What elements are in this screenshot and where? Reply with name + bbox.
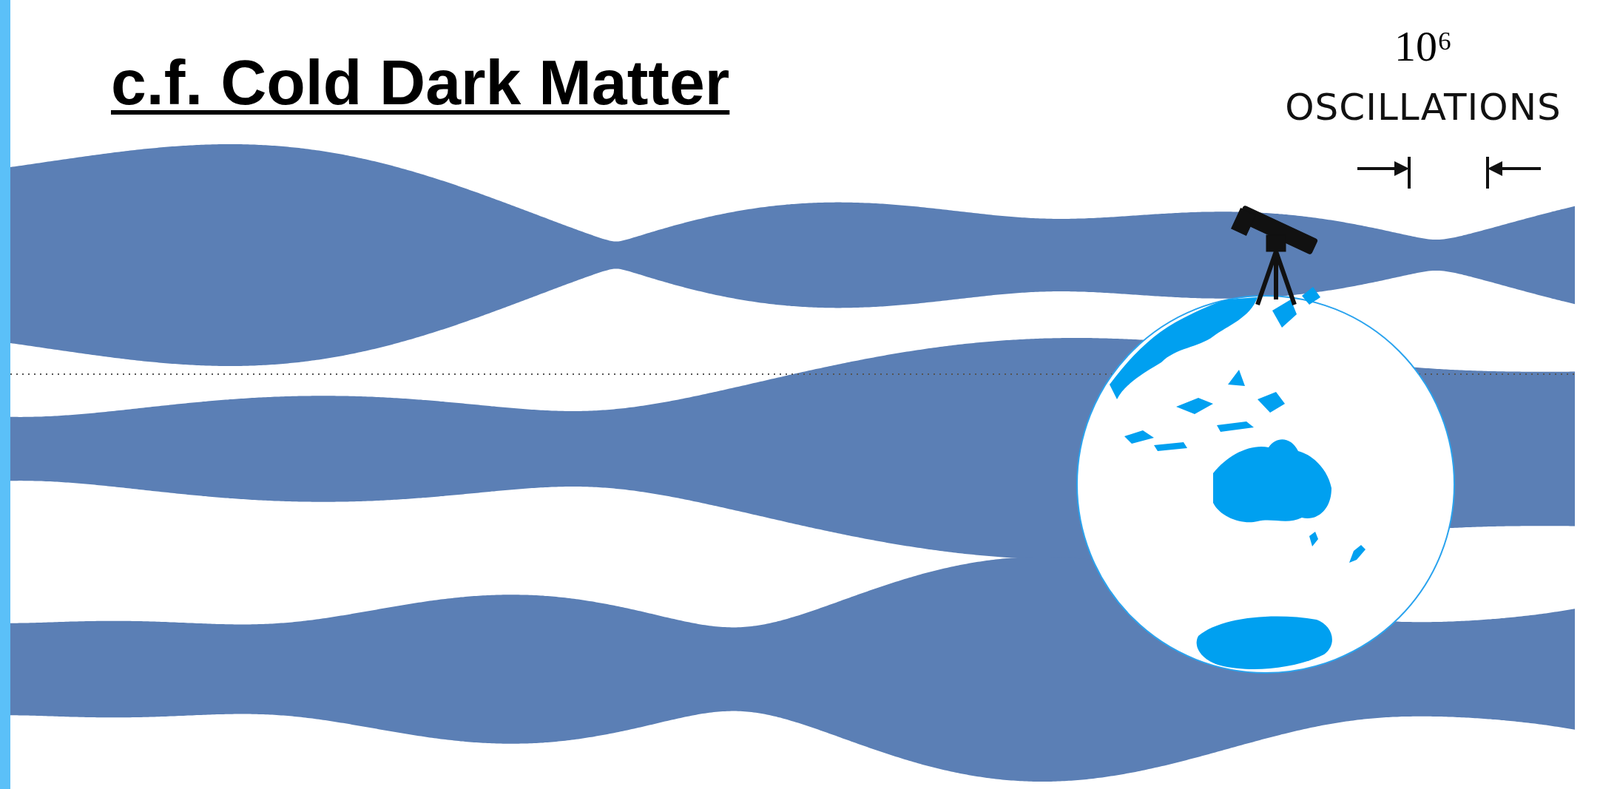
- earth-globe: [1077, 287, 1455, 674]
- exponent-label: 10⁶: [1394, 21, 1453, 72]
- oscillation-bracket: [1357, 156, 1541, 189]
- wave-bands: [10, 144, 1575, 782]
- telescope-icon: [1231, 205, 1319, 305]
- title: c.f. Cold Dark Matter: [110, 45, 730, 120]
- side-bar: [0, 0, 11, 789]
- oscillations-label: OSCILLATIONS: [1284, 85, 1562, 129]
